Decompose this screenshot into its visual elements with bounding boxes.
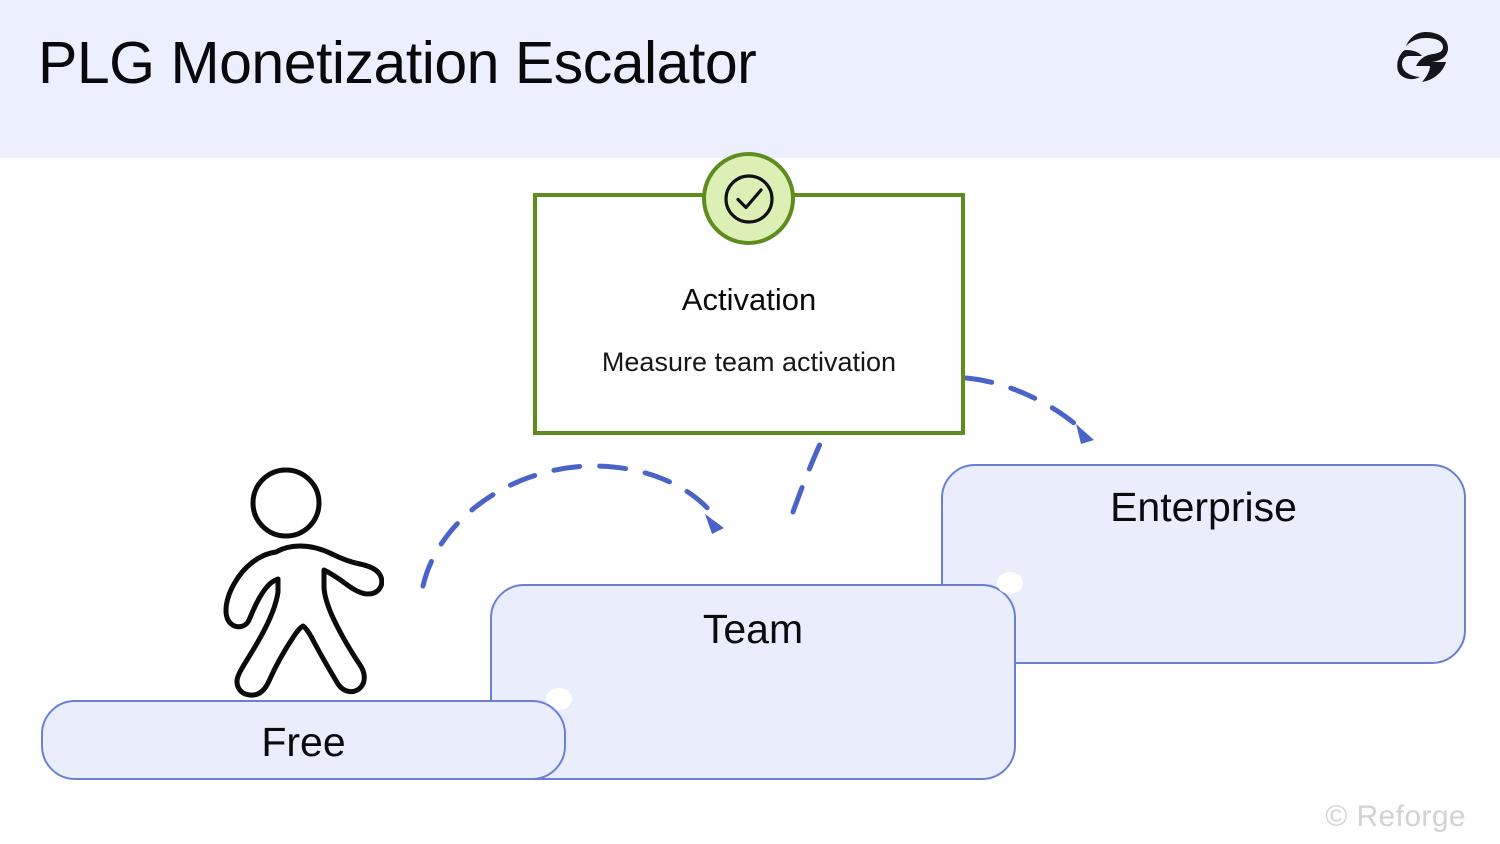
- footer-credit: © Reforge: [1325, 800, 1466, 833]
- halo-free-team: [546, 688, 572, 710]
- activation-callout-card[interactable]: Activation Measure team activation: [533, 193, 965, 435]
- step-enterprise[interactable]: Enterprise: [941, 464, 1466, 664]
- header-band: [0, 0, 1500, 158]
- page-title: PLG Monetization Escalator: [38, 30, 757, 96]
- step-team[interactable]: Team: [490, 584, 1016, 780]
- step-team-label: Team: [702, 606, 804, 652]
- halo-team-enterprise: [997, 572, 1023, 594]
- walking-person-icon: [214, 466, 385, 706]
- step-free[interactable]: Free: [41, 700, 566, 780]
- reforge-logo: [1396, 28, 1458, 86]
- activation-subtitle: Measure team activation: [601, 347, 897, 377]
- check-circle-icon: [702, 152, 795, 245]
- activation-title: Activation: [681, 282, 817, 317]
- step-free-label: Free: [261, 719, 346, 765]
- step-enterprise-label: Enterprise: [1110, 484, 1297, 530]
